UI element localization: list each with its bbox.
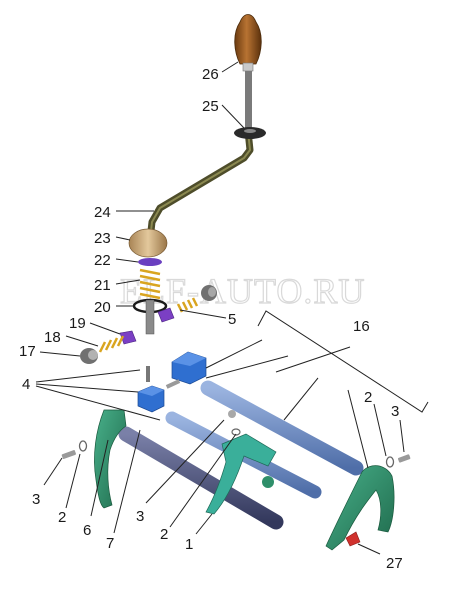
callout-labels: 26 25 24 23 22 21 20 5 19 18 17 4 16 2 3… [19,66,403,572]
lever-washer-25 [234,127,266,139]
callout-3-right: 3 [391,403,399,420]
callout-3-middle: 3 [136,508,144,525]
pin-small [165,379,181,389]
callout-3-left: 3 [32,491,40,508]
shift-fork-right [325,465,395,551]
plug-17 [80,348,98,364]
callout-16: 16 [353,318,370,335]
callout-20: 20 [94,299,111,316]
callout-24: 24 [94,204,111,221]
leader-lines [35,61,429,555]
shift-fork-1 [205,433,277,515]
screw-3-left [61,450,76,459]
shift-rod-dark-7 [118,426,284,530]
screw-rod [228,410,236,418]
callout-22: 22 [94,252,111,269]
washer-2-left [78,440,88,452]
callout-19: 19 [69,315,86,332]
callout-23: 23 [94,230,111,247]
callout-2-right: 2 [364,389,372,406]
shift-rod-light-upper [200,380,364,476]
shift-lever [146,71,254,244]
washer-2-right [385,456,395,468]
callout-7: 7 [106,535,114,552]
callout-5: 5 [228,311,236,328]
shift-fork-6 [94,409,127,509]
callout-21: 21 [94,277,111,294]
callout-2-left: 2 [58,509,66,526]
washer-rod [231,428,241,436]
purple-ring-22 [138,258,162,266]
spring-right [176,297,199,313]
spring-21 [139,268,161,300]
callout-26: 26 [202,66,219,83]
callout-1: 1 [185,536,193,553]
callout-6: 6 [83,522,91,539]
watermark-text: ELF-AUTO.RU [120,271,365,311]
callout-17: 17 [19,343,36,360]
spring-18 [98,335,125,353]
red-clip-27 [345,531,361,547]
callout-25: 25 [202,98,219,115]
lever-shaft-end [145,299,155,335]
callout-18: 18 [44,329,61,346]
purple-bushing-19 [119,330,137,345]
selector-block-upper [171,351,207,385]
callout-4: 4 [22,376,30,393]
plug-right [201,285,217,301]
selector-block-lower [137,385,165,413]
ball-joint-23 [128,228,168,258]
pin-vertical [146,366,150,382]
screw-3-right [397,454,411,463]
purple-bushing-right [157,307,175,323]
callout-2-middle: 2 [160,526,168,543]
gear-knob [234,14,262,72]
callout-27: 27 [386,555,403,572]
